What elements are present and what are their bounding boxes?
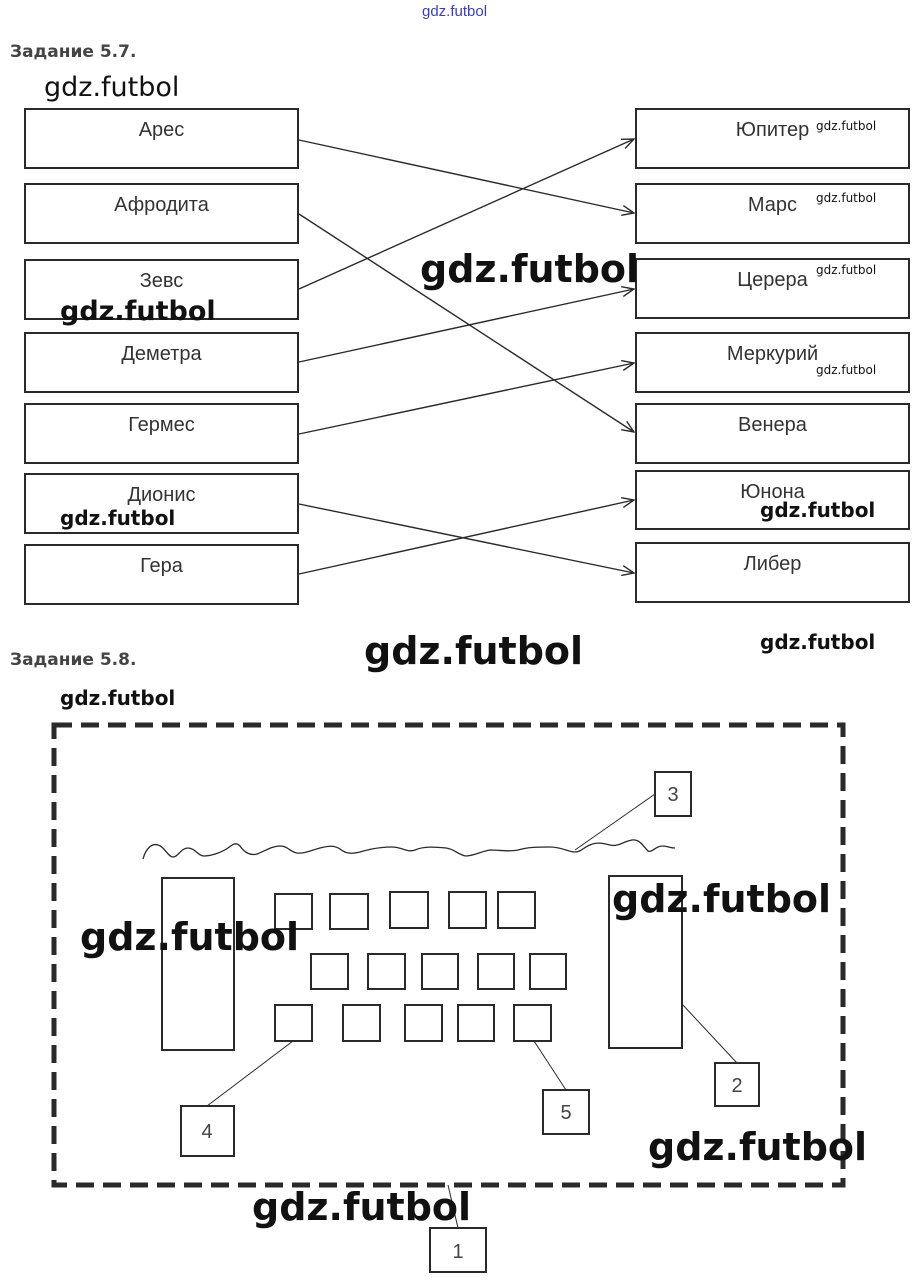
right-box-label: Меркурий bbox=[726, 343, 819, 365]
label-3: 3 bbox=[654, 771, 692, 817]
dashed-boundary bbox=[51, 722, 846, 1188]
leader-line-4 bbox=[206, 1040, 294, 1107]
right-tall-block bbox=[608, 875, 683, 1049]
leader-line-3 bbox=[574, 793, 656, 851]
left-box-label: Гера bbox=[140, 555, 183, 577]
arrow-aphrodite-venus bbox=[298, 213, 634, 432]
small-square bbox=[497, 891, 536, 929]
left-box-aphrodite: Афродита bbox=[24, 183, 299, 244]
watermark: gdz.futbol bbox=[60, 296, 216, 327]
label-3-text: 3 bbox=[667, 784, 678, 806]
small-square bbox=[367, 953, 406, 990]
leader-line-1 bbox=[447, 1184, 459, 1229]
right-box-venus: Венера bbox=[635, 403, 910, 464]
watermark: gdz.futbol bbox=[60, 686, 176, 710]
left-box-hermes: Гермес bbox=[24, 403, 299, 464]
arrow-demeter-ceres bbox=[298, 289, 634, 363]
watermark: gdz.futbol bbox=[364, 629, 584, 673]
small-square bbox=[448, 891, 487, 929]
watermark: gdz.futbol bbox=[60, 506, 176, 530]
watermark: gdz.futbol bbox=[760, 498, 876, 522]
watermark: gdz.futbol bbox=[816, 363, 877, 377]
left-box-dionysus: Дионис bbox=[24, 473, 299, 534]
small-square bbox=[404, 1004, 443, 1042]
watermark: gdz.futbol bbox=[760, 630, 876, 654]
watermark: gdz.futbol bbox=[816, 191, 877, 205]
label-1: 1 bbox=[429, 1227, 487, 1273]
right-box-juno: Юнона bbox=[635, 470, 910, 530]
small-square bbox=[529, 953, 567, 990]
leader-line-2 bbox=[681, 1003, 738, 1064]
watermark: gdz.futbol bbox=[816, 119, 877, 133]
right-box-jupiter: Юпитер bbox=[635, 108, 910, 169]
watermark: gdz.futbol bbox=[44, 72, 180, 103]
leader-line-5 bbox=[533, 1040, 567, 1091]
watermark: gdz.futbol bbox=[612, 877, 832, 921]
label-4: 4 bbox=[180, 1105, 235, 1157]
arrow-ares-mars bbox=[298, 139, 634, 213]
label-5-text: 5 bbox=[560, 1102, 571, 1124]
arrow-zeus-jupiter bbox=[298, 139, 634, 290]
small-square bbox=[421, 953, 459, 990]
task-5-7-heading: Задание 5.7. bbox=[10, 42, 137, 62]
right-box-label: Венера bbox=[738, 414, 807, 436]
left-box-label: Арес bbox=[138, 119, 185, 141]
watermark: gdz.futbol bbox=[80, 915, 300, 959]
left-box-ares: Арес bbox=[24, 108, 299, 169]
arrow-hermes-mercury bbox=[298, 363, 634, 435]
watermark: gdz.futbol bbox=[420, 247, 640, 291]
small-square bbox=[310, 953, 349, 990]
left-box-label: Гермес bbox=[128, 414, 195, 436]
wavy-line bbox=[142, 839, 676, 860]
small-square bbox=[457, 1004, 495, 1042]
left-tall-block bbox=[161, 877, 235, 1051]
left-box-label: Дионис bbox=[127, 484, 196, 506]
label-4-text: 4 bbox=[201, 1121, 212, 1143]
right-box-label: Церера bbox=[737, 269, 808, 291]
left-box-label: Деметра bbox=[121, 343, 202, 365]
watermark: gdz.futbol bbox=[252, 1185, 472, 1229]
small-square bbox=[274, 893, 313, 930]
arrow-hera-juno bbox=[298, 500, 634, 575]
left-box-label: Зевс bbox=[139, 270, 184, 292]
label-2-text: 2 bbox=[731, 1075, 742, 1097]
right-box-mercury: Меркурий bbox=[635, 332, 910, 393]
right-box-label: Юнона bbox=[740, 481, 805, 503]
small-square bbox=[513, 1004, 552, 1042]
arrow-dionysus-liber bbox=[298, 503, 634, 573]
small-square bbox=[342, 1004, 381, 1042]
small-square bbox=[477, 953, 515, 990]
small-square bbox=[389, 891, 429, 929]
small-square bbox=[274, 1004, 313, 1042]
watermark: gdz.futbol bbox=[816, 263, 877, 277]
right-box-label: Марс bbox=[747, 194, 798, 216]
right-box-mars: Марс bbox=[635, 183, 910, 244]
left-box-zeus: Зевс bbox=[24, 259, 299, 320]
left-box-label: Афродита bbox=[114, 194, 209, 216]
watermark: gdz.futbol bbox=[648, 1125, 868, 1169]
right-box-liber: Либер bbox=[635, 542, 910, 603]
right-box-label: Юпитер bbox=[735, 119, 810, 141]
label-2: 2 bbox=[714, 1062, 760, 1107]
label-5: 5 bbox=[542, 1089, 590, 1135]
left-box-demeter: Деметра bbox=[24, 332, 299, 393]
watermark-top: gdz.futbol bbox=[422, 3, 488, 20]
right-box-ceres: Церера bbox=[635, 258, 910, 319]
label-1-text: 1 bbox=[452, 1241, 463, 1263]
left-box-hera: Гера bbox=[24, 544, 299, 605]
right-box-label: Либер bbox=[743, 553, 802, 575]
small-square bbox=[329, 893, 369, 930]
task-5-8-heading: Задание 5.8. bbox=[10, 650, 137, 670]
